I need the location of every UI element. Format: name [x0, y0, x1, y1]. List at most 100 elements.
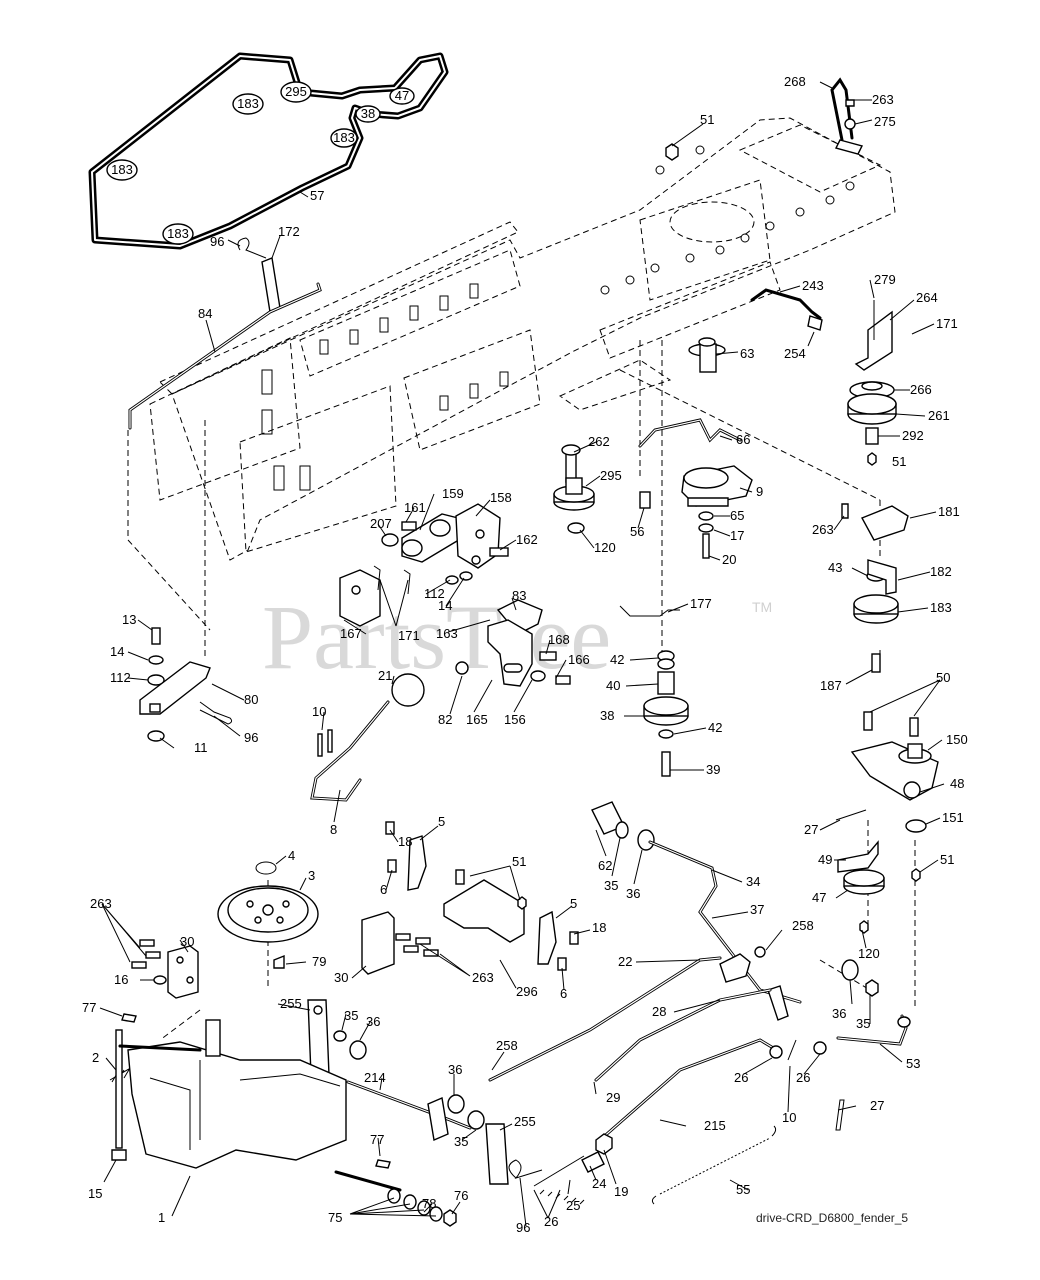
callout: 53 [906, 1056, 920, 1071]
callout: 29 [606, 1090, 620, 1105]
callout: 77 [370, 1132, 384, 1147]
tractor-frame [127, 117, 916, 1041]
callout: 19 [614, 1184, 628, 1199]
callout: 38 [600, 708, 614, 723]
callout: 18 [398, 834, 412, 849]
callout: 83 [512, 588, 526, 603]
svg-text:183: 183 [333, 130, 355, 145]
callout: 150 [946, 732, 968, 747]
callout: 47 [812, 890, 826, 905]
callout: 21 [378, 668, 392, 683]
callout: 56 [630, 524, 644, 539]
callout: 167 [340, 626, 362, 641]
callout: 40 [606, 678, 620, 693]
callout: 162 [516, 532, 538, 547]
svg-text:295: 295 [285, 84, 307, 99]
callout: 55 [736, 1182, 750, 1197]
callout: 268 [784, 74, 806, 89]
callout-labels: 268 263 275 51 172 96 84 243 279 264 171… [82, 74, 968, 1235]
callout: 18 [592, 920, 606, 935]
callout: 258 [792, 918, 814, 933]
leader-lines [99, 81, 945, 1227]
callout: 6 [380, 882, 387, 897]
callout: 182 [930, 564, 952, 579]
callout: 51 [940, 852, 954, 867]
callout: 26 [544, 1214, 558, 1229]
belt-pulley-5: 38 [355, 105, 381, 123]
callout: 84 [198, 306, 212, 321]
callout: 22 [618, 954, 632, 969]
callout: 181 [938, 504, 960, 519]
watermark-text: PartsTree [262, 586, 611, 688]
callout: 156 [504, 712, 526, 727]
callout: 25 [566, 1198, 580, 1213]
callout: 279 [874, 272, 896, 287]
callout: 26 [796, 1070, 810, 1085]
callout: 10 [782, 1110, 796, 1125]
callout: 263 [812, 522, 834, 537]
callout: 263 [872, 92, 894, 107]
callout: 13 [122, 612, 136, 627]
callout: 2 [92, 1050, 99, 1065]
parts-drawings [109, 77, 939, 1227]
callout: 168 [548, 632, 570, 647]
callout: 171 [398, 628, 420, 643]
callout: 120 [858, 946, 880, 961]
callout: 3 [308, 868, 315, 883]
callout: 5 [438, 814, 445, 829]
svg-text:183: 183 [237, 96, 259, 111]
callout: 4 [288, 848, 295, 863]
callout: 292 [902, 428, 924, 443]
belt-pulley-6: 183 [330, 128, 358, 148]
callout: 27 [870, 1098, 884, 1113]
callout: 76 [454, 1188, 468, 1203]
svg-text:38: 38 [361, 106, 375, 121]
svg-text:183: 183 [167, 226, 189, 241]
callout: 42 [708, 720, 722, 735]
callout: 261 [928, 408, 950, 423]
callout: 171 [936, 316, 958, 331]
callout: 11 [194, 740, 208, 755]
callout: 96 [210, 234, 224, 249]
callout: 112 [424, 586, 445, 601]
callout: 158 [490, 490, 512, 505]
callout: 172 [278, 224, 300, 239]
callout: 48 [950, 776, 964, 791]
callout: 295 [600, 468, 622, 483]
callout: 36 [626, 886, 640, 901]
callout: 151 [942, 810, 964, 825]
callout: 161 [404, 500, 426, 515]
callout: 80 [244, 692, 258, 707]
callout: 79 [312, 954, 326, 969]
callout: 30 [334, 970, 348, 985]
callout: 78 [422, 1196, 436, 1211]
callout: 183 [930, 600, 952, 615]
callout: 14 [110, 644, 124, 659]
callout: 35 [344, 1008, 358, 1023]
callout: 9 [756, 484, 763, 499]
callout: 65 [730, 508, 744, 523]
callout: 262 [588, 434, 610, 449]
callout: 254 [784, 346, 806, 361]
callout: 6 [560, 986, 567, 1001]
callout: 36 [366, 1014, 380, 1029]
callout: 20 [722, 552, 736, 567]
callout: 258 [496, 1038, 518, 1053]
callout: 35 [856, 1016, 870, 1031]
callout: 43 [828, 560, 842, 575]
callout: 255 [514, 1114, 536, 1129]
callout: 96 [516, 1220, 530, 1235]
callout: 112 [110, 670, 131, 685]
callout: 24 [592, 1176, 606, 1191]
callout: 66 [736, 432, 750, 447]
callout: 77 [82, 1000, 96, 1015]
callout: 14 [438, 598, 452, 613]
callout: 120 [594, 540, 616, 555]
callout: 10 [312, 704, 326, 719]
callout: 17 [730, 528, 744, 543]
callout: 34 [746, 874, 760, 889]
callout: 187 [820, 678, 842, 693]
callout: 35 [604, 878, 618, 893]
callout: 35 [454, 1134, 468, 1149]
callout: 51 [892, 454, 906, 469]
